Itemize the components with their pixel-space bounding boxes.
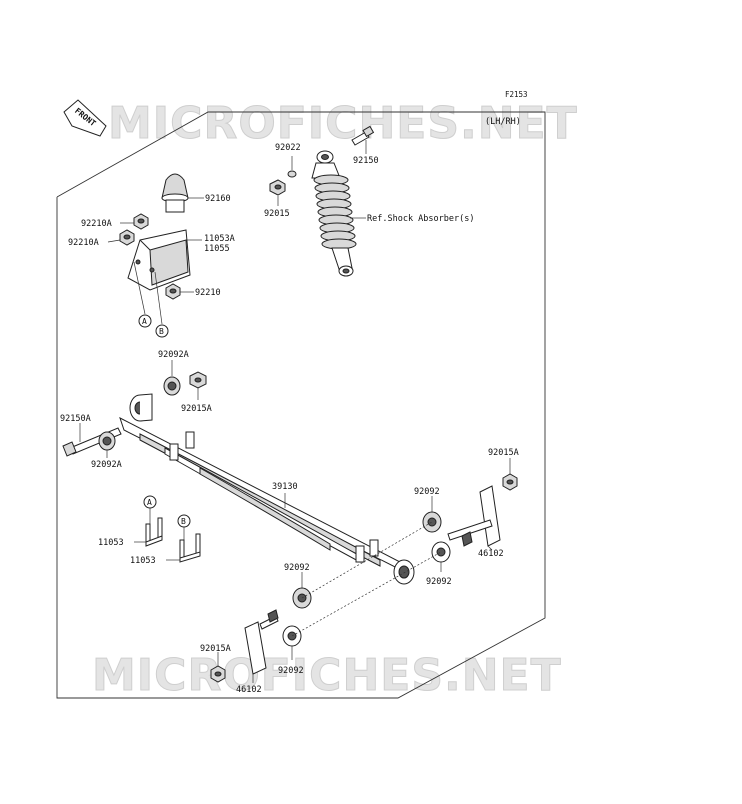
bushing-front-eye xyxy=(129,393,153,422)
nut-92015A-right xyxy=(502,473,518,491)
label-92015: 92015 xyxy=(264,209,290,219)
label-92150: 92150 xyxy=(353,156,379,166)
label-92092A-1: 92092A xyxy=(158,350,189,360)
label-92092-3: 92092 xyxy=(284,563,310,573)
nut-92015 xyxy=(269,179,286,196)
callout-B-lower-label: B xyxy=(181,517,186,526)
nut-92210A-lower xyxy=(119,229,135,246)
label-92092-1: 92092 xyxy=(414,487,440,497)
watermark-bottom: MICROFICHES.NET xyxy=(92,650,562,701)
label-11053A: 11053A xyxy=(204,234,235,244)
bolt-92150 xyxy=(351,125,375,146)
bushing-rear-eye xyxy=(393,559,415,585)
label-92015A-1: 92015A xyxy=(181,404,212,414)
u-bolt-11053-upper xyxy=(145,517,163,547)
label-92210A-1: 92210A xyxy=(81,219,112,229)
label-92150A: 92150A xyxy=(60,414,91,424)
label-92015A-3: 92015A xyxy=(200,644,231,654)
leaf-spring-39130 xyxy=(119,416,407,574)
label-11053-1: 11053 xyxy=(98,538,124,548)
shock-absorber xyxy=(311,150,357,277)
callout-B-upper-label: B xyxy=(159,327,164,336)
nut-92015A-upper xyxy=(189,371,207,389)
callout-B-upper xyxy=(155,324,169,338)
front-arrow-icon: FRONT xyxy=(63,99,107,137)
reference-label: Ref.Shock Absorber(s) xyxy=(367,214,474,224)
label-92092-2: 92092 xyxy=(426,577,452,587)
nut-92210 xyxy=(165,283,181,300)
label-39130: 39130 xyxy=(272,482,298,492)
bushing-92092-right-lower xyxy=(431,541,451,563)
side-note: (LH/RH) xyxy=(485,117,521,127)
label-92015A-2: 92015A xyxy=(488,448,519,458)
u-bolt-11053-lower xyxy=(179,533,201,563)
bushing-92092A-lower xyxy=(98,431,116,451)
callout-A-upper-label: A xyxy=(142,317,147,326)
diagram-border xyxy=(56,111,546,699)
bushing-92092A-upper xyxy=(163,376,181,396)
nut-92015A-left xyxy=(210,665,226,683)
label-92022: 92022 xyxy=(275,143,301,153)
label-92210: 92210 xyxy=(195,288,221,298)
shackle-46102-right xyxy=(447,485,501,547)
label-92210A-2: 92210A xyxy=(68,238,99,248)
label-92160: 92160 xyxy=(205,194,231,204)
nut-92210A-upper xyxy=(133,213,149,230)
label-92092-4: 92092 xyxy=(278,666,304,676)
label-92092A-2: 92092A xyxy=(91,460,122,470)
callout-A-upper xyxy=(138,314,152,328)
bracket-11055 xyxy=(127,229,191,291)
washer-92022 xyxy=(287,170,297,178)
bushing-92092-right-upper xyxy=(422,511,442,533)
figure-code: F2153 xyxy=(505,90,528,99)
label-11055: 11055 xyxy=(204,244,230,254)
watermark-top: MICROFICHES.NET xyxy=(108,98,578,149)
shackle-46102-left xyxy=(244,609,279,675)
callout-A-lower-label: A xyxy=(147,498,152,507)
bump-stop-92160 xyxy=(161,173,189,213)
label-11053-2: 11053 xyxy=(130,556,156,566)
label-46102-2: 46102 xyxy=(236,685,262,695)
label-46102-1: 46102 xyxy=(478,549,504,559)
